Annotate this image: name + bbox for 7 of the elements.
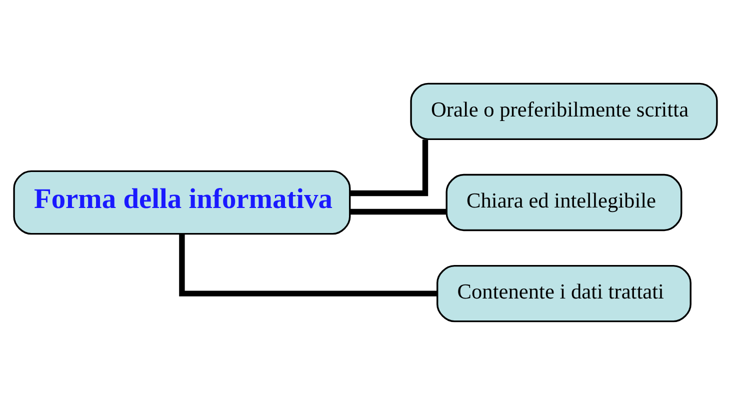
connector xyxy=(350,140,428,196)
connector xyxy=(350,208,446,215)
node-box: Contenente i dati trattati xyxy=(436,264,692,322)
node-box: Orale o preferibilmente scritta xyxy=(410,82,718,140)
node-box: Forma della informativa xyxy=(13,170,351,235)
node-box: Chiara ed intellegibile xyxy=(446,174,682,232)
connector xyxy=(179,234,438,296)
